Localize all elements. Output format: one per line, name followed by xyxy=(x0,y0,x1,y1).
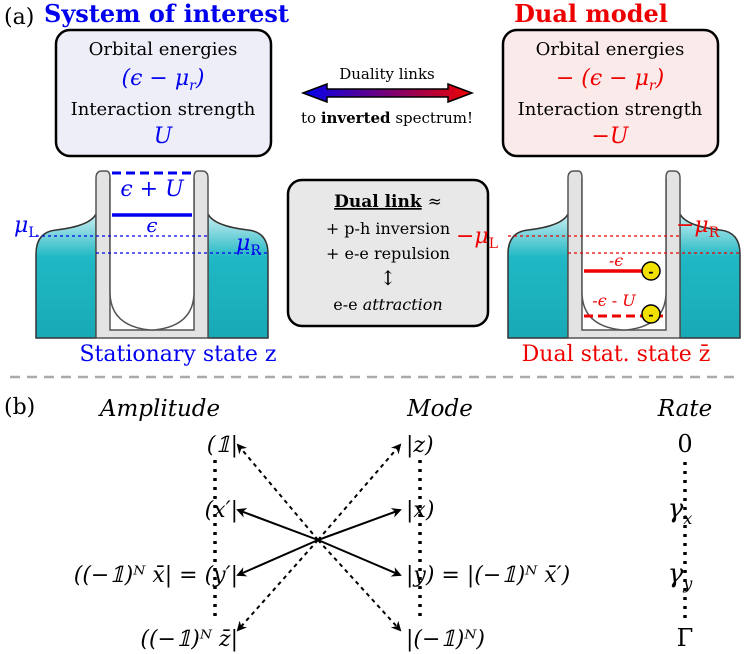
mode-row-2: |x) xyxy=(406,498,434,523)
dual-link-repulsion: + e-e repulsion xyxy=(326,244,450,263)
inverted-spectrum-text: to inverted spectrum! xyxy=(301,109,473,127)
mode-row-1: |z) xyxy=(406,433,434,458)
level-eps-label: ϵ xyxy=(146,213,157,237)
mode-row-3: |y) = |(−𝟙)ᴺ x̄′) xyxy=(406,563,570,588)
mode-row-4: |(−𝟙)ᴺ) xyxy=(406,627,485,652)
level-neg-eps-minus-u-label: -ϵ - U xyxy=(592,291,636,310)
left-box-orbital-label: Orbital energies xyxy=(89,39,238,60)
left-quantum-well: ϵ + U ϵ μL μR Stationary state z xyxy=(14,170,277,367)
dual-link-updown-arrow: ↕ xyxy=(380,266,397,290)
column-rate: Rate xyxy=(657,396,712,422)
amplitude-row-1: (𝟙| xyxy=(207,433,238,458)
panel-b-label: (b) xyxy=(4,395,35,420)
mu-r-label: μR xyxy=(236,231,261,259)
left-box-interaction-label: Interaction strength xyxy=(71,99,256,120)
amplitude-row-3: ((−𝟙)ᴺ x̄| = (y′| xyxy=(74,563,238,588)
left-parameter-box: Orbital energies (ϵ − μr) Interaction st… xyxy=(54,28,273,158)
column-amplitude: Amplitude xyxy=(98,396,220,422)
electron-icon: - xyxy=(641,304,661,324)
left-well-caption: Stationary state z xyxy=(79,342,276,367)
level-eps-plus-u-label: ϵ + U xyxy=(120,177,185,202)
arrow-to-mode-3 xyxy=(317,539,402,577)
left-box-interaction-value: U xyxy=(154,124,174,149)
arrow-to-mode-4 xyxy=(317,539,402,632)
arrow-to-mode-2 xyxy=(317,508,402,541)
right-box-energy: − (ϵ − μr) xyxy=(556,66,664,94)
duality-links-text: Duality links xyxy=(339,65,435,83)
arrow-to-mode-1 xyxy=(317,443,402,541)
right-box-interaction-value: −U xyxy=(592,124,630,149)
left-title: System of interest xyxy=(44,0,289,28)
duality-arrow: Duality links to inverted spectrum! xyxy=(300,65,475,127)
duality-crossing-arrows xyxy=(236,443,402,632)
dual-link-inversion: + p-h inversion xyxy=(326,219,450,238)
svg-text:-: - xyxy=(648,265,653,280)
arrow-to-amplitude-2 xyxy=(236,508,319,541)
arrow-to-amplitude-4 xyxy=(236,539,319,632)
panel-a-label: (a) xyxy=(4,5,34,30)
neg-mu-r-label: −μR xyxy=(676,213,720,241)
dual-link-box: Dual link≈ + p-h inversion + e-e repulsi… xyxy=(286,178,490,328)
dual-link-title: Dual link≈ xyxy=(334,192,442,212)
rate-row-2: γx xyxy=(668,494,693,528)
amplitude-row-4: ((−𝟙)ᴺ z̄| xyxy=(140,627,238,652)
right-well-caption: Dual stat. state z̄ xyxy=(522,342,711,367)
arrow-to-amplitude-3 xyxy=(236,539,319,577)
mu-l-label: μL xyxy=(14,213,38,241)
level-neg-eps-label: -ϵ xyxy=(609,251,623,270)
svg-text:-: - xyxy=(648,308,653,323)
rate-row-1: 0 xyxy=(677,430,692,458)
right-box-orbital-label: Orbital energies xyxy=(536,39,685,60)
neg-mu-l-label: −μL xyxy=(456,224,498,252)
right-quantum-well: −μL −μR -ϵ - -ϵ - U - Dual stat. state z… xyxy=(456,170,741,367)
right-title: Dual model xyxy=(514,0,668,28)
rate-row-4: Γ xyxy=(677,624,694,652)
column-mode: Mode xyxy=(406,396,473,422)
amplitude-row-2: (x′| xyxy=(205,498,238,523)
left-box-energy: (ϵ − μr) xyxy=(122,66,205,94)
electron-icon: - xyxy=(641,261,661,281)
rate-row-3: γy xyxy=(668,559,694,593)
dual-link-attraction: e-e attraction xyxy=(333,295,442,314)
right-box-interaction-label: Interaction strength xyxy=(518,99,703,120)
right-parameter-box: Orbital energies − (ϵ − μr) Interaction … xyxy=(501,28,720,158)
